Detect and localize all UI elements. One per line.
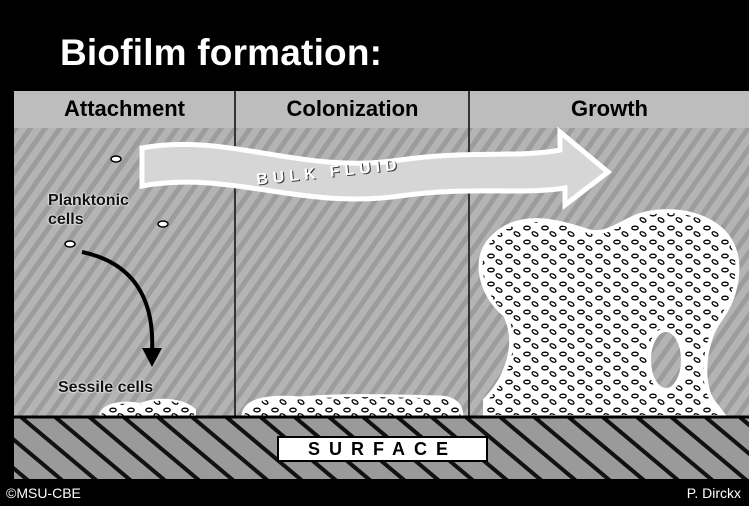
sessile-cells-label: Sessile cells: [58, 378, 153, 397]
copyright-label: ©MSU-CBE: [6, 485, 81, 501]
growth-biofilm: [481, 211, 738, 417]
surface-label-text: SURFACE: [308, 439, 457, 460]
stage-label-colonization: Colonization: [236, 96, 469, 122]
colonization-layer: [243, 396, 462, 417]
page-title: Biofilm formation:: [60, 32, 382, 74]
biofilm-void: [649, 330, 683, 390]
planktonic-cell: [158, 221, 168, 227]
stage-label-attachment: Attachment: [14, 96, 235, 122]
planktonic-cells-label: Planktonic cells: [48, 191, 133, 229]
planktonic-cell: [65, 241, 75, 247]
stage-label-growth: Growth: [470, 96, 749, 122]
planktonic-cell: [111, 156, 121, 162]
surface-label: SURFACE: [277, 436, 488, 462]
author-label: P. Dirckx: [687, 485, 741, 501]
